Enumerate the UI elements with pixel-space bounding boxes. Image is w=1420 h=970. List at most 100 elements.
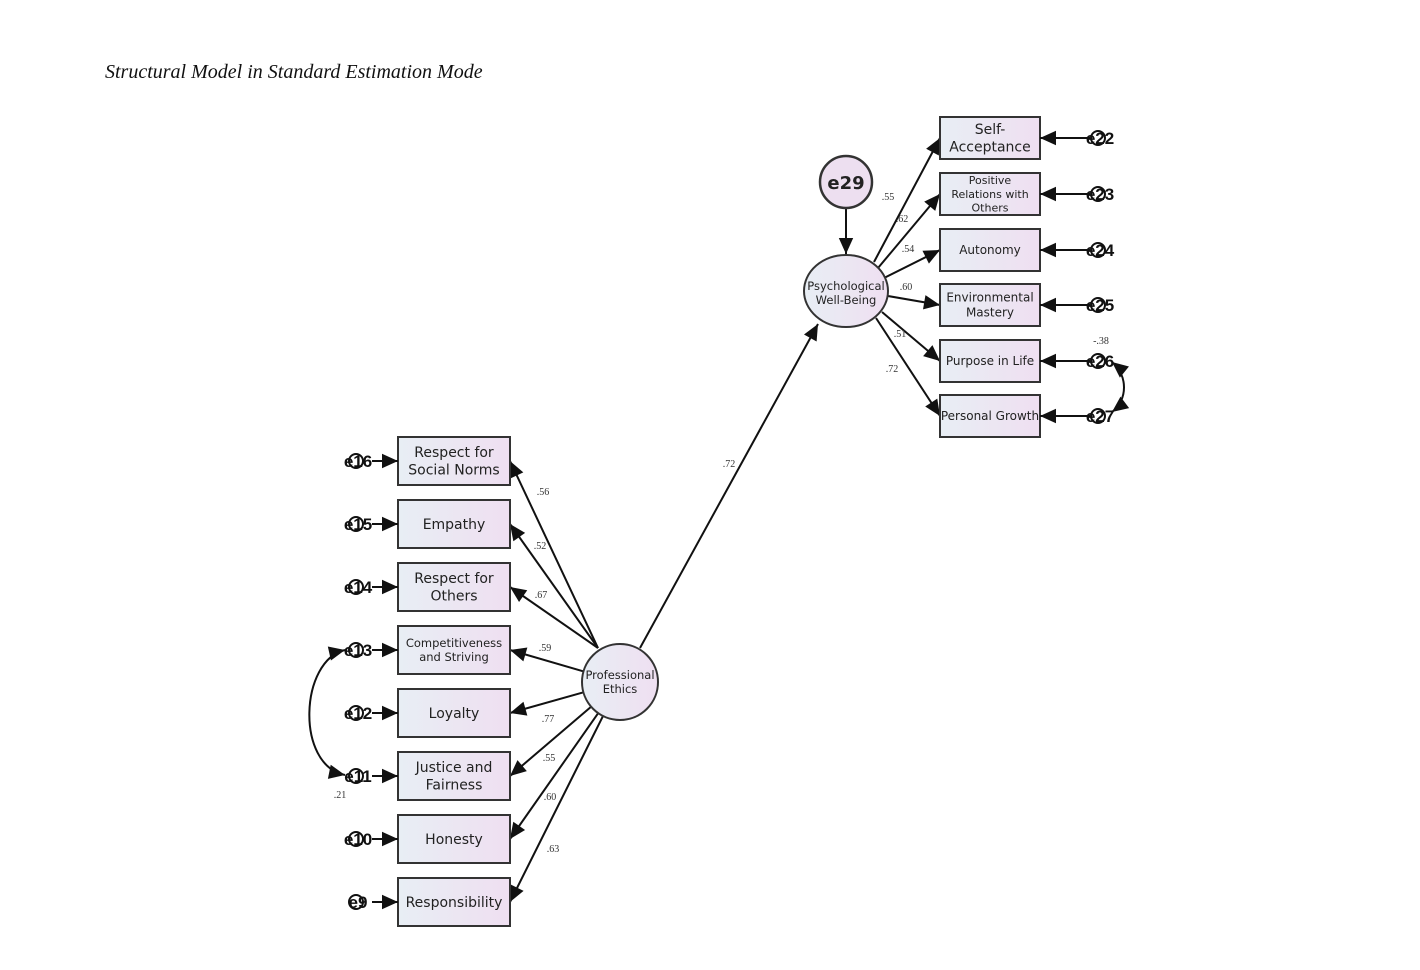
error-term: e10 <box>344 830 372 849</box>
error-term: e9 <box>348 893 367 912</box>
professional-ethics-latent <box>581 643 659 721</box>
structural-path-coef: .72 <box>723 459 736 470</box>
pe-indicator-box-label: Competitiveness <box>406 636 502 650</box>
pe-indicator-box-label: Responsibility <box>406 895 503 911</box>
pwb-indicator-box-rect <box>939 339 1041 383</box>
loading-coef: .60 <box>900 282 913 293</box>
disturbance-circle <box>818 154 874 210</box>
pe-indicator-box-rect <box>397 688 511 738</box>
error-term-circle <box>1090 186 1106 202</box>
pe-indicator-box-label: Fairness <box>426 778 483 794</box>
pe-indicator-box-rect <box>397 499 511 549</box>
pwb-indicator-box-rect <box>939 394 1041 438</box>
loading-coef: .63 <box>547 844 560 855</box>
pwb-indicator-box-rect <box>939 283 1041 327</box>
pe-indicator-box-rect <box>397 751 511 801</box>
loading-coef: .52 <box>534 541 547 552</box>
pwb-indicator-box-label: Self- <box>975 122 1006 138</box>
error-term: e22 <box>1086 129 1114 148</box>
pwb-loading-arrow <box>873 137 941 263</box>
loading-coef: .59 <box>539 643 552 654</box>
pwb-indicator-box-label: Personal Growth <box>941 409 1039 423</box>
figure-title: Structural Model in Standard Estimation … <box>105 61 483 83</box>
error-term: e14 <box>344 578 373 597</box>
error-term-circle <box>1090 130 1106 146</box>
error-term-circle <box>348 768 364 784</box>
psychological-wellbeing-latent <box>803 254 889 328</box>
error-term: e13 <box>344 641 372 660</box>
pwb-loading-arrow <box>877 193 941 269</box>
pe-indicator-box-rect <box>397 562 511 612</box>
pwb-indicator-box: Personal Growth <box>939 394 1041 438</box>
error-term-circle <box>1090 297 1106 313</box>
pe-loading-arrow <box>509 647 586 673</box>
structural-path-arrow <box>639 323 819 649</box>
pe-indicator-box: Honesty <box>397 814 511 864</box>
error-term-circle <box>348 705 364 721</box>
loading-coef: .51 <box>894 329 907 340</box>
error-term-circle <box>348 894 364 910</box>
pe-indicator-box-label: and Striving <box>419 650 489 664</box>
pwb-indicator-box: Purpose in Life <box>939 339 1041 383</box>
error-term: e27 <box>1086 407 1114 426</box>
error-term: e16 <box>344 452 372 471</box>
loading-coef: .62 <box>896 214 909 225</box>
pwb-indicator-box: Autonomy <box>939 228 1041 272</box>
pwb-indicator-box-rect <box>939 228 1041 272</box>
pe-loading-arrow <box>509 586 599 649</box>
error-term: e11 <box>344 767 371 786</box>
loading-coef: .54 <box>902 244 915 255</box>
error-term-circle <box>1090 242 1106 258</box>
loading-coef: .67 <box>535 590 548 601</box>
pwb-indicator-box-rect <box>939 172 1041 216</box>
pwb-indicator-box-label: Positive <box>969 174 1012 187</box>
error-term: e24 <box>1086 241 1115 260</box>
pwb-indicator-box-label: Others <box>972 202 1009 215</box>
pe-indicator-box-rect <box>397 625 511 675</box>
error-term-circle <box>348 579 364 595</box>
error-term-circle <box>1090 408 1106 424</box>
pe-loading-arrow <box>509 690 586 716</box>
loading-coef: .77 <box>542 714 555 725</box>
pe-indicator-box-label: Respect for <box>414 571 494 587</box>
error-term-circle <box>348 516 364 532</box>
loading-coef: .72 <box>886 364 899 375</box>
pwb-loading-arrow <box>883 249 941 279</box>
disturbance-label: e29 <box>827 173 864 194</box>
pwb-indicator-box-label: Purpose in Life <box>946 354 1034 368</box>
psychological-wellbeing-label: Psychological <box>807 279 884 293</box>
error-term-circle <box>348 453 364 469</box>
loading-coef: .60 <box>544 792 557 803</box>
covariance-arrow <box>308 646 346 779</box>
pe-indicator-box-label: Respect for <box>414 445 494 461</box>
loading-coef: .55 <box>543 753 556 764</box>
error-term: e25 <box>1086 296 1114 315</box>
professional-ethics-label: Ethics <box>603 682 638 696</box>
error-term: e12 <box>344 704 372 723</box>
pe-indicator-box-rect <box>397 814 511 864</box>
professional-ethics-label: Professional <box>585 668 654 682</box>
pe-loading-arrow <box>509 523 599 649</box>
error-term: e26 <box>1086 352 1114 371</box>
pe-indicator-box-label: Loyalty <box>429 706 480 722</box>
loading-coef: .55 <box>882 192 895 203</box>
error-term-circle <box>348 831 364 847</box>
pwb-loading-arrow <box>887 295 941 310</box>
pwb-indicator-box-label: Environmental <box>946 291 1033 305</box>
covariance-arrow <box>1111 361 1130 413</box>
error-term-circle <box>348 642 364 658</box>
pe-indicator-box: Loyalty <box>397 688 511 738</box>
error-term: e23 <box>1086 185 1114 204</box>
pwb-indicator-box: Self-Acceptance <box>939 116 1041 160</box>
pwb-indicator-box-label: Relations with <box>951 188 1028 201</box>
pe-indicator-box-rect <box>397 877 511 927</box>
pe-loading-arrow <box>509 710 601 840</box>
error-term-circle <box>1090 353 1106 369</box>
